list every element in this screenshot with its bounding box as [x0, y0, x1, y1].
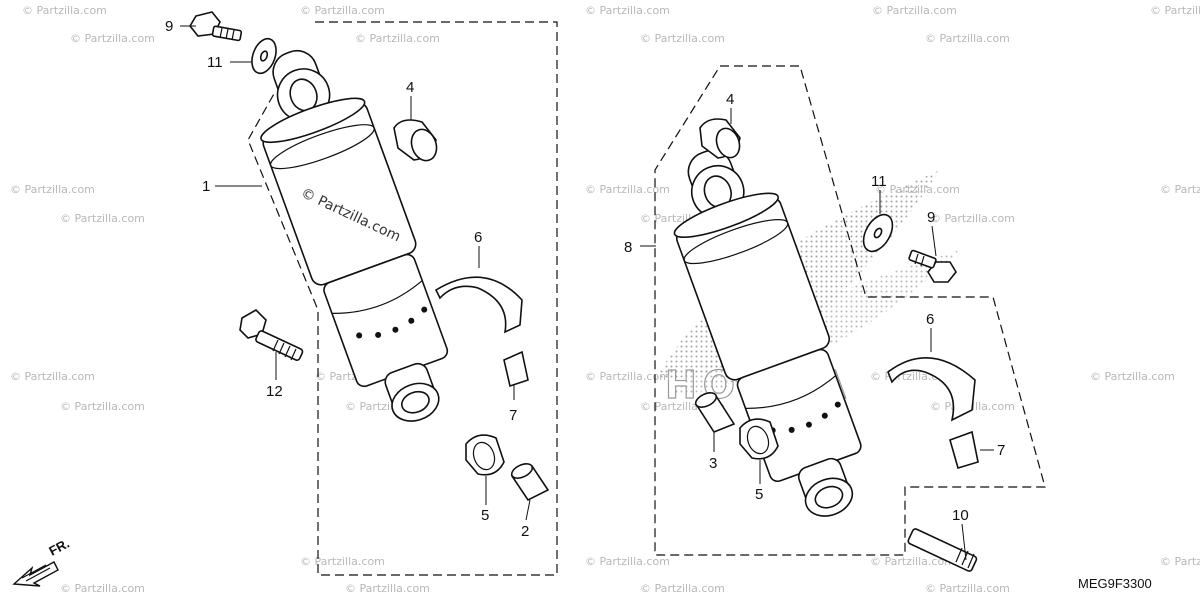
left-band-6[interactable]: [434, 276, 523, 334]
leader-line: [525, 499, 531, 521]
callout-label: 8: [624, 239, 632, 256]
watermark: © Partzilla.com: [640, 582, 725, 595]
diagram-code: MEG9F3300: [1078, 576, 1152, 591]
watermark: © Partzilla.com: [1150, 4, 1200, 17]
watermark: © Partzilla.com: [60, 582, 145, 595]
watermark: © Partzilla.com: [1160, 555, 1200, 568]
watermark: © Partzilla.com: [585, 4, 670, 17]
watermark: © Partzilla.com: [585, 183, 670, 196]
callout-label: 5: [481, 507, 489, 524]
watermark: © Partzilla.com: [10, 183, 95, 196]
watermark: © Partzilla.com: [930, 212, 1015, 225]
callout-label: 6: [474, 229, 482, 246]
watermark: © Partzilla.com: [870, 555, 955, 568]
callout-label: 7: [509, 407, 517, 424]
callout-label: 12: [266, 383, 283, 400]
watermark: © Partzilla.com: [1160, 183, 1200, 196]
watermark-grid: © Partzilla.com © Partzilla.com © Partzi…: [10, 4, 1200, 595]
watermark: © Partzilla.com: [345, 582, 430, 595]
right-stud-10[interactable]: [907, 528, 978, 572]
callout-label: 11: [207, 54, 223, 71]
left-bolt-12[interactable]: [239, 309, 304, 361]
watermark: © Partzilla.com: [70, 32, 155, 45]
callout-label: 4: [406, 79, 414, 96]
watermark: © Partzilla.com: [1090, 370, 1175, 383]
leader-line: [931, 225, 937, 257]
watermark: © Partzilla.com: [925, 582, 1010, 595]
right-washer-11[interactable]: [858, 210, 899, 257]
watermark: © Partzilla.com: [300, 4, 385, 17]
watermark: © Partzilla.com: [640, 32, 725, 45]
watermark: © Partzilla.com: [585, 370, 670, 383]
fr-arrow-icon: [12, 561, 59, 587]
right-bushing-5[interactable]: [739, 418, 779, 460]
left-tape-7[interactable]: [503, 350, 529, 388]
left-bushing-5[interactable]: [465, 434, 505, 476]
right-assembly-outline: [654, 65, 1046, 556]
watermark: © Partzilla.com: [875, 183, 960, 196]
callout-label: 9: [165, 18, 173, 35]
callout-label: 4: [726, 91, 734, 108]
left-washer-11[interactable]: [248, 35, 281, 76]
right-collar-3[interactable]: [693, 390, 736, 433]
direction-label: FR.: [46, 536, 72, 559]
watermark: © Partzilla.com: [300, 555, 385, 568]
left-shock-absorber[interactable]: [236, 34, 473, 438]
right-band-6[interactable]: [887, 356, 976, 422]
watermark: © Partzilla.com: [355, 32, 440, 45]
left-bolt-9[interactable]: [189, 11, 243, 42]
right-bolt-9[interactable]: [908, 249, 957, 283]
callout-label: 2: [521, 523, 529, 540]
watermark: © Partzilla.com: [22, 4, 107, 17]
watermark: © Partzilla.com: [925, 32, 1010, 45]
watermark: © Partzilla.com: [10, 370, 95, 383]
callout-label: 1: [202, 178, 210, 195]
callout-label: 11: [871, 173, 887, 190]
callout-label: 5: [755, 486, 763, 503]
callout-label: 3: [709, 455, 717, 472]
callout-label: 6: [926, 311, 934, 328]
left-assembly-outline: [247, 21, 558, 576]
watermark: © Partzilla.com: [60, 400, 145, 413]
right-tape-7[interactable]: [949, 430, 979, 469]
callout-label: 9: [927, 209, 935, 226]
watermark: © Partzilla.com: [60, 212, 145, 225]
left-collar-2[interactable]: [509, 461, 550, 502]
watermark: © Partzilla.com: [872, 4, 957, 17]
left-bushing-4[interactable]: [393, 119, 441, 164]
callout-label: 10: [952, 507, 969, 524]
right-bushing-4[interactable]: [699, 118, 743, 161]
callout-label: 7: [997, 442, 1005, 459]
watermark: © Partzilla.com: [585, 555, 670, 568]
leader-line: [961, 523, 967, 561]
